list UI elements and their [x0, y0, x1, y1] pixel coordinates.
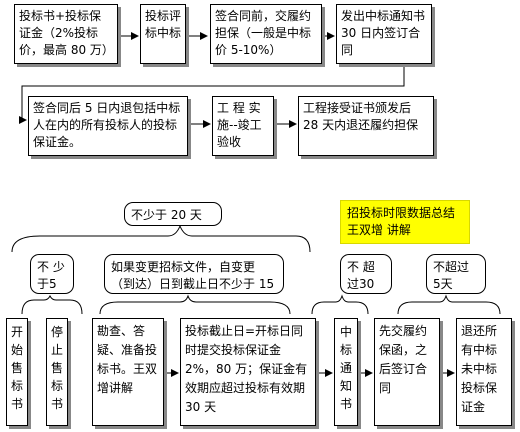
brace-30-days: [311, 294, 369, 315]
step-performance-guarantee: 签合同前，交履约担保（一般是中标价 5-10%）: [210, 4, 322, 64]
summary-title-line2: 王双增 讲解: [347, 223, 411, 237]
node-site-visit: 勘查、答疑、准备投标书。王双增讲解: [92, 318, 164, 426]
arrow-4-5: [19, 64, 405, 124]
label-15-days: 如果变更招标文件，自变更（到达）日到截止日不少于 15 天: [104, 254, 284, 294]
brace-5-days-2: [397, 294, 501, 315]
brace-20-days: [11, 224, 311, 253]
step-bid-evaluation: 投标评标中标: [140, 4, 186, 64]
label-5-days-2: 不超过 5天: [426, 254, 486, 294]
label-20-days: 不少于 20 天: [124, 202, 222, 226]
brace-15-days: [99, 294, 291, 315]
node-start-selling: 开始售标书: [6, 318, 28, 426]
node-stop-selling: 停止售标书: [46, 318, 68, 426]
node-bid-deadline: 投标截止日=开标日同时提交投标保证金 2%，80 万；保证金有效期应超过投标有效…: [180, 318, 316, 426]
node-refund-all: 退还所有中标未中标投标保证金: [456, 318, 512, 426]
step-refund-performance: 工程接受证书颁发后 28 天内退还履约担保: [298, 96, 434, 156]
node-award-notice: 中标通知书: [334, 318, 358, 426]
step-bid-and-deposit: 投标书+投标保证金（2%投标价，最高 80 万）: [14, 4, 118, 64]
summary-title-line1: 招投标时限数据总结: [347, 206, 456, 220]
label-5-days: 不 少 于5天: [30, 254, 74, 294]
brace-5-days: [21, 294, 83, 315]
step-refund-bid-deposit: 签合同后 5 日内退包括中标人在内的所有投标人的投标保证金。: [28, 96, 188, 156]
node-sign-contract: 先交履约保函，之后签订合同: [374, 318, 440, 426]
step-award-notice: 发出中标通知书 30 日内签订合同: [336, 4, 432, 64]
summary-title: 招投标时限数据总结 王双增 讲解: [340, 200, 470, 244]
label-30-days: 不 超 过30天: [340, 254, 392, 294]
step-construction: 工 程 实施--竣工验收: [212, 96, 274, 156]
